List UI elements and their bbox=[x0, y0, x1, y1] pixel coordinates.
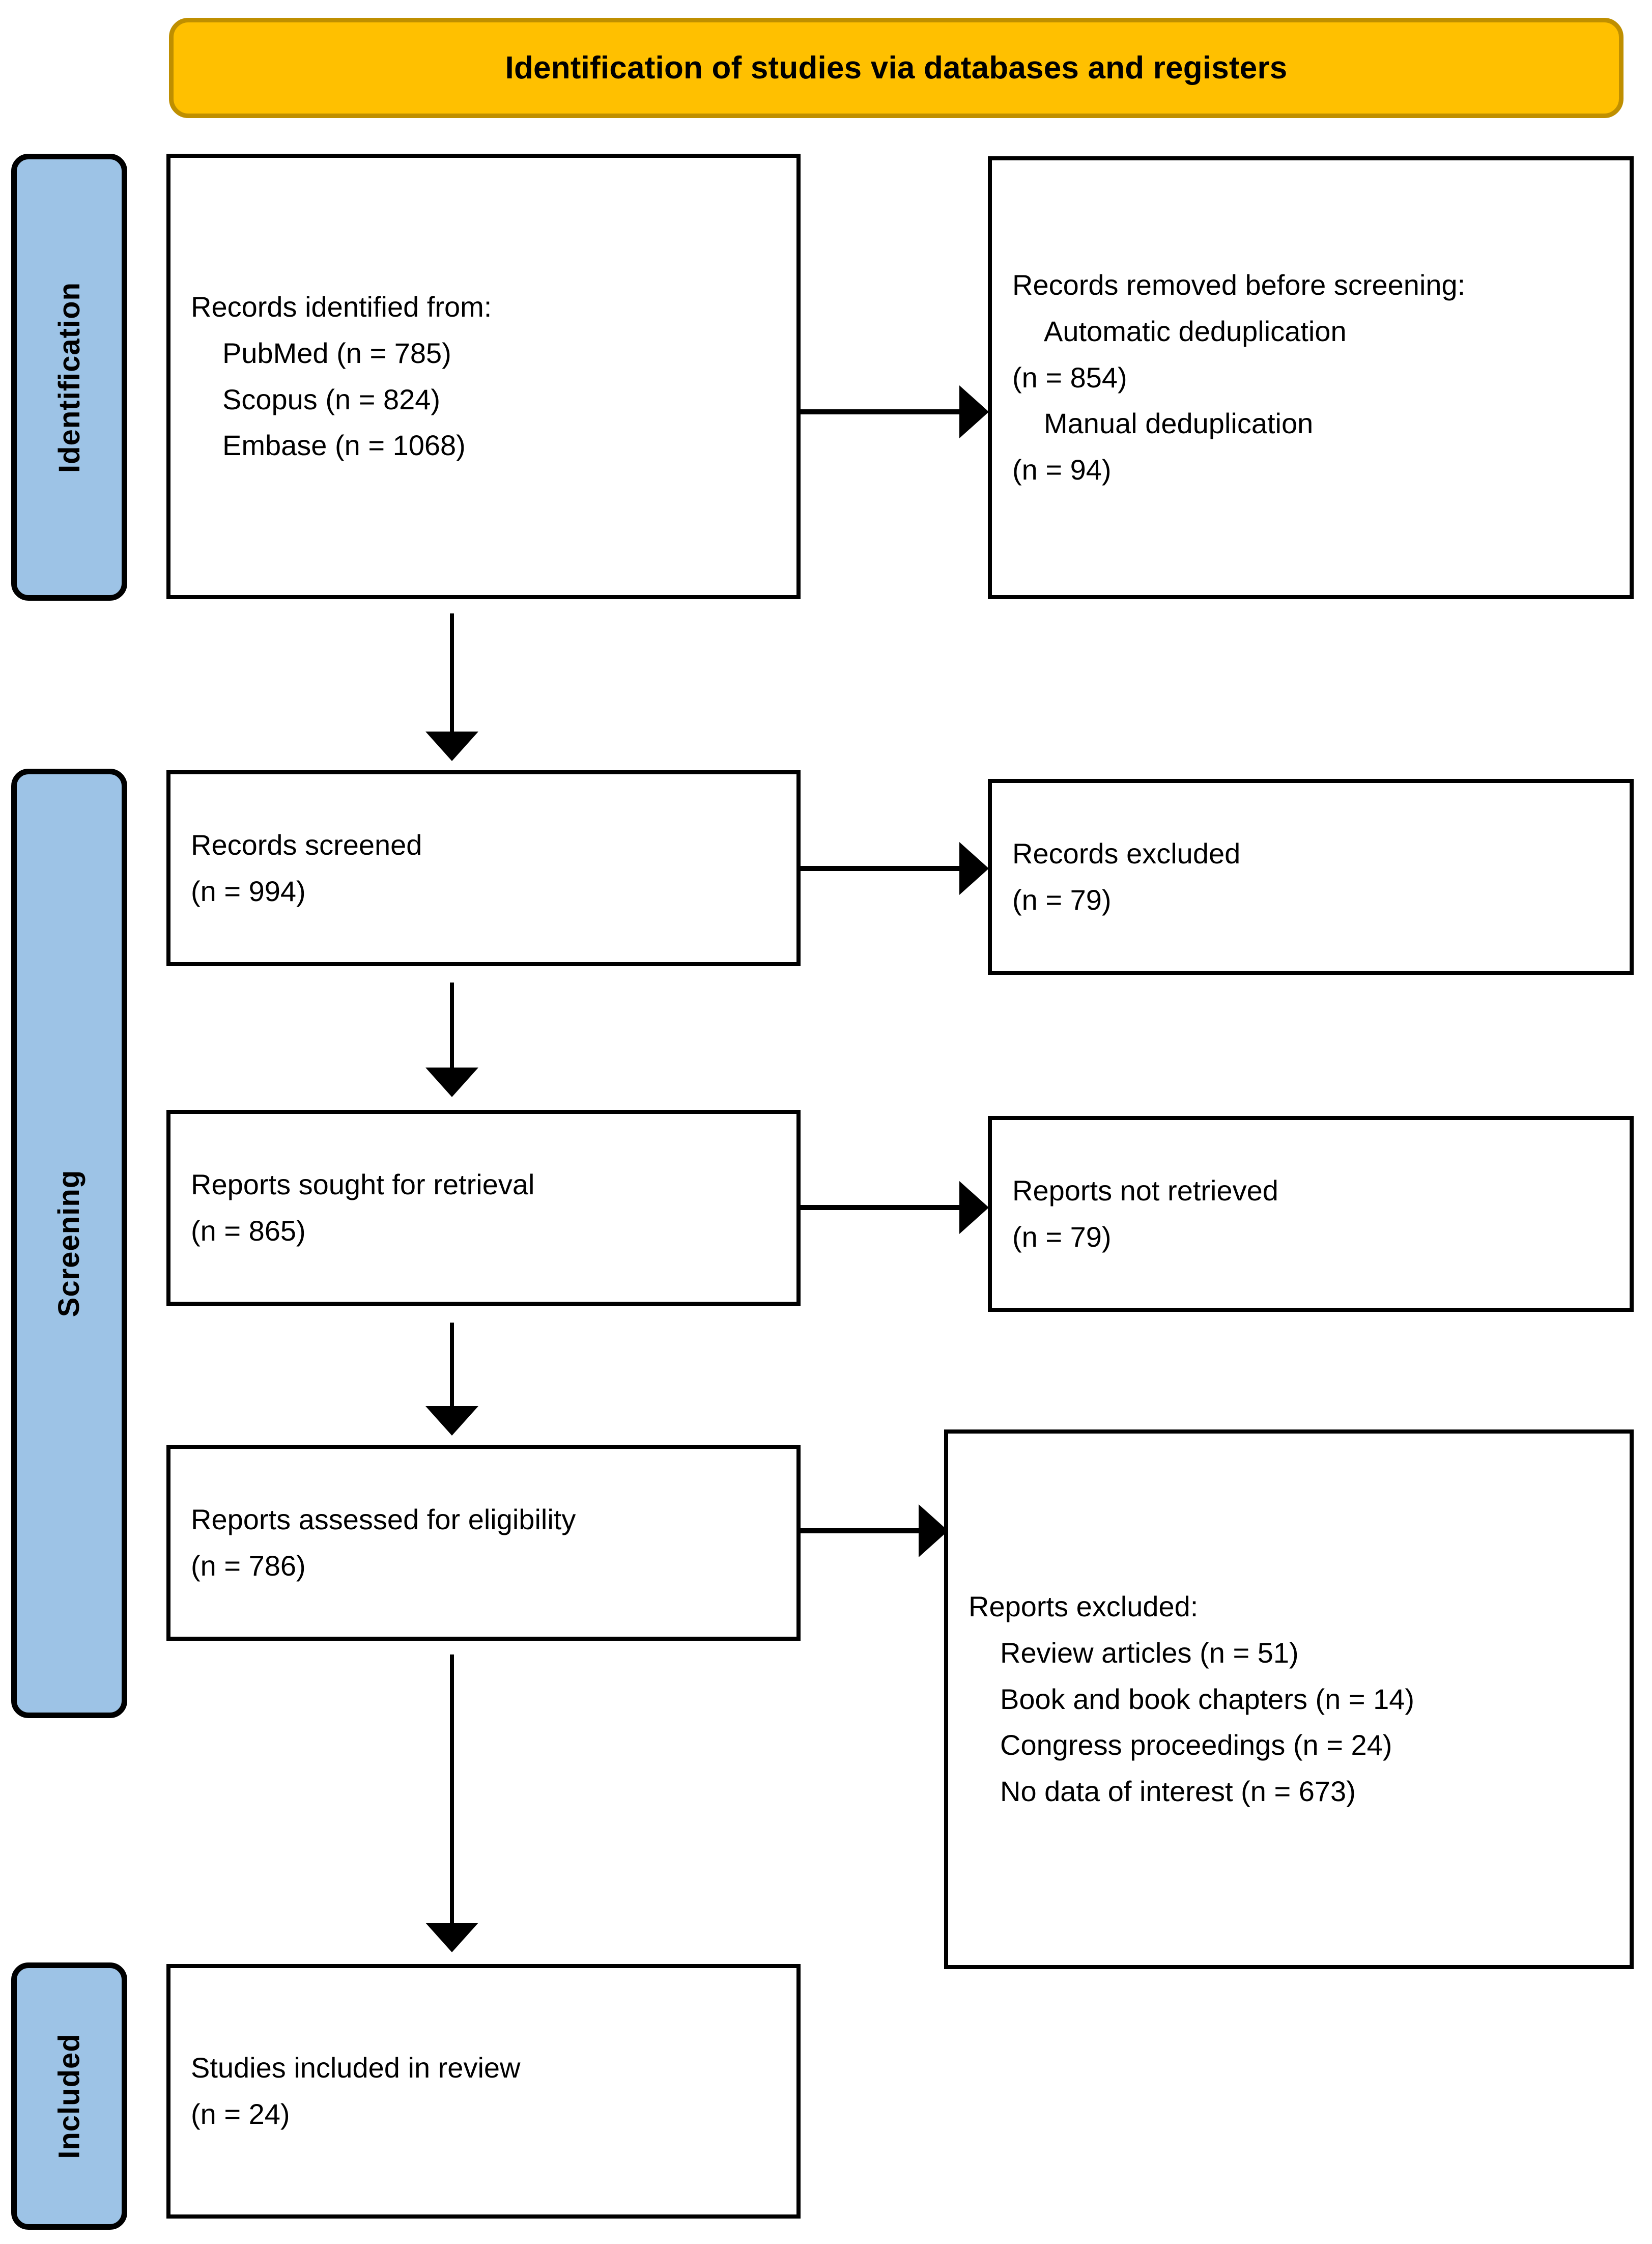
records-excluded-label: Records excluded bbox=[1012, 837, 1241, 869]
arrow-shaft bbox=[801, 1205, 962, 1210]
stage-label-identification: Identification bbox=[11, 154, 127, 601]
arrow-head-right-icon bbox=[959, 1181, 989, 1234]
arrow-assessed-to-included bbox=[425, 1654, 478, 1952]
arrow-identified-to-removed bbox=[801, 385, 989, 438]
arrow-shaft bbox=[801, 409, 962, 414]
records-removed-manual-label: Manual deduplication bbox=[1044, 407, 1314, 440]
records-screened-label: Records screened bbox=[191, 828, 422, 861]
arrow-shaft bbox=[801, 866, 962, 871]
arrow-shaft bbox=[450, 613, 454, 732]
reports-assessed-count: (n = 786) bbox=[191, 1549, 306, 1582]
box-records-identified: Records identified from: PubMed (n = 785… bbox=[166, 154, 801, 599]
reports-excluded-reason-review-articles: Review articles (n = 51) bbox=[1000, 1636, 1299, 1669]
reports-assessed-label: Reports assessed for eligibility bbox=[191, 1503, 576, 1535]
box-records-removed: Records removed before screening: Automa… bbox=[988, 156, 1634, 599]
records-removed-manual-count: (n = 94) bbox=[1012, 454, 1112, 486]
diagram-title-banner: Identification of studies via databases … bbox=[169, 18, 1623, 118]
arrow-head-right-icon bbox=[959, 385, 989, 438]
box-records-screened: Records screened (n = 994) bbox=[166, 770, 801, 966]
reports-excluded-reason-book-chapters: Book and book chapters (n = 14) bbox=[1000, 1682, 1415, 1715]
records-removed-automatic-count: (n = 854) bbox=[1012, 361, 1127, 394]
reports-not-retrieved-label: Reports not retrieved bbox=[1012, 1174, 1278, 1207]
box-reports-not-retrieved: Reports not retrieved (n = 79) bbox=[988, 1116, 1634, 1312]
studies-included-count: (n = 24) bbox=[191, 2098, 290, 2130]
reports-sought-count: (n = 865) bbox=[191, 1214, 306, 1247]
arrow-shaft bbox=[450, 1654, 454, 1923]
records-screened-count: (n = 994) bbox=[191, 875, 306, 907]
records-identified-source-scopus: Scopus (n = 824) bbox=[222, 383, 441, 415]
studies-included-label: Studies included in review bbox=[191, 2052, 521, 2084]
box-reports-excluded: Reports excluded: Review articles (n = 5… bbox=[944, 1429, 1634, 1969]
box-records-excluded: Records excluded (n = 79) bbox=[988, 779, 1634, 975]
arrow-shaft bbox=[450, 983, 454, 1068]
records-identified-heading: Records identified from: bbox=[191, 291, 492, 323]
arrow-head-right-icon bbox=[959, 842, 989, 895]
stage-label-screening-text: Screening bbox=[52, 1169, 86, 1317]
arrow-shaft bbox=[801, 1528, 922, 1533]
records-excluded-count: (n = 79) bbox=[1012, 883, 1112, 916]
arrow-head-down-icon bbox=[425, 1406, 478, 1436]
box-studies-included: Studies included in review (n = 24) bbox=[166, 1964, 801, 2219]
reports-sought-label: Reports sought for retrieval bbox=[191, 1168, 535, 1200]
reports-excluded-reason-no-data: No data of interest (n = 673) bbox=[1000, 1775, 1356, 1808]
stage-label-included-text: Included bbox=[52, 2033, 86, 2159]
records-removed-automatic-label: Automatic deduplication bbox=[1044, 315, 1347, 347]
stage-label-included: Included bbox=[11, 1962, 127, 2230]
arrow-assessed-to-reports-excluded bbox=[801, 1504, 948, 1557]
records-identified-source-pubmed: PubMed (n = 785) bbox=[222, 336, 451, 369]
arrow-head-down-icon bbox=[425, 732, 478, 761]
arrow-sought-to-assessed bbox=[425, 1323, 478, 1436]
reports-excluded-reason-congress-proceedings: Congress proceedings (n = 24) bbox=[1000, 1729, 1392, 1761]
records-removed-heading: Records removed before screening: bbox=[1012, 269, 1466, 301]
box-reports-sought: Reports sought for retrieval (n = 865) bbox=[166, 1110, 801, 1306]
arrow-head-down-icon bbox=[425, 1923, 478, 1952]
arrow-sought-to-not-retrieved bbox=[801, 1181, 989, 1234]
reports-excluded-heading: Reports excluded: bbox=[969, 1590, 1199, 1623]
diagram-title: Identification of studies via databases … bbox=[505, 50, 1288, 86]
stage-label-screening: Screening bbox=[11, 769, 127, 1718]
reports-not-retrieved-count: (n = 79) bbox=[1012, 1220, 1112, 1253]
stage-label-identification-text: Identification bbox=[52, 282, 86, 473]
arrow-screened-to-sought bbox=[425, 983, 478, 1097]
arrow-head-right-icon bbox=[919, 1504, 948, 1557]
box-reports-assessed: Reports assessed for eligibility (n = 78… bbox=[166, 1445, 801, 1641]
arrow-screened-to-excluded bbox=[801, 842, 989, 895]
arrow-identified-to-screened bbox=[425, 613, 478, 761]
records-identified-source-embase: Embase (n = 1068) bbox=[222, 429, 466, 462]
arrow-head-down-icon bbox=[425, 1068, 478, 1097]
arrow-shaft bbox=[450, 1323, 454, 1406]
